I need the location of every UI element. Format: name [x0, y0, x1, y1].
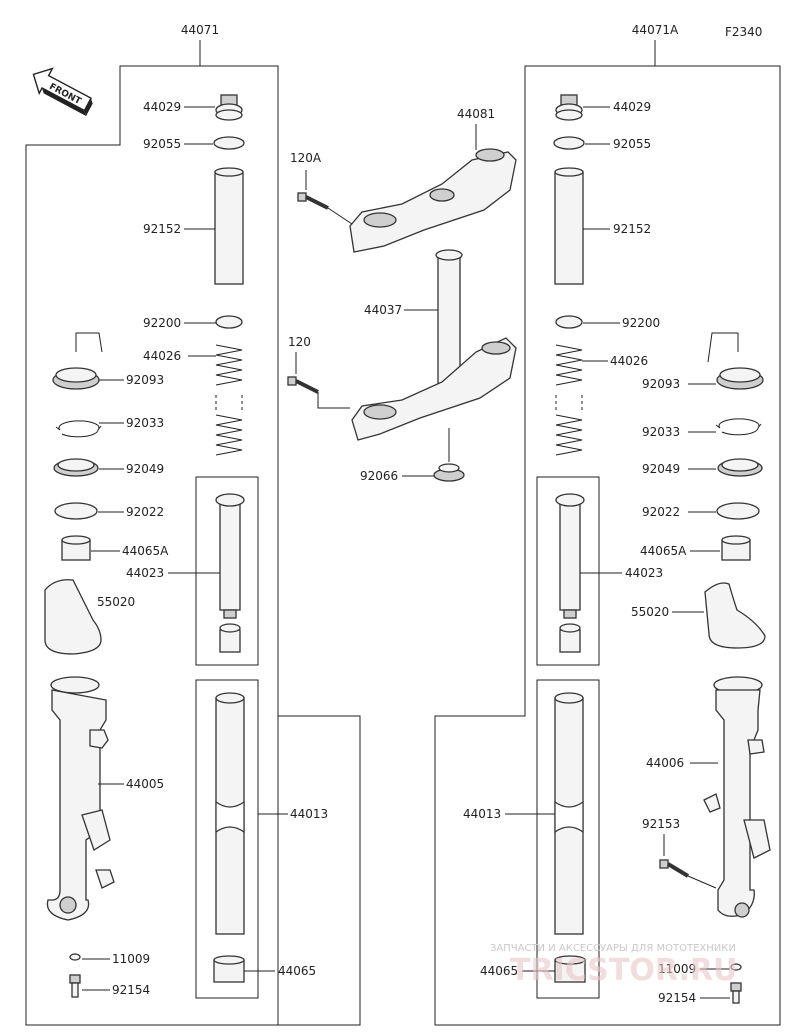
label-120: 120 [288, 335, 311, 349]
upper-bracket-44081 [349, 151, 517, 253]
label-92049-left: 92049 [126, 462, 164, 476]
assembly-label-left: 44071 [181, 23, 219, 37]
inner-tube-44013-left [215, 692, 245, 935]
assembly-frames [25, 58, 781, 1026]
cap-bolt-44029-right [555, 94, 583, 121]
label-92152-right: 92152 [613, 222, 651, 236]
bolt-92154-left [69, 974, 81, 998]
fork-spring-44026-left [215, 344, 243, 456]
label-44013-right: 44013 [463, 807, 501, 821]
spacer-tube-92152-right [554, 167, 584, 285]
assembly-label-right: 44071A [632, 23, 679, 37]
label-44081: 44081 [457, 107, 495, 121]
washer-92200-left [215, 315, 243, 329]
steering-stem-44037 [351, 249, 517, 441]
fork-spring-44026-right [555, 344, 583, 456]
label-92055-right: 92055 [613, 137, 651, 151]
left-fork-parts: 44029 92055 92152 92200 44026 [44, 94, 328, 998]
label-92093-right: 92093 [642, 377, 680, 391]
right-fork-parts: 44029 92055 92152 92200 44026 [463, 94, 771, 1005]
label-44005-left: 44005 [126, 777, 164, 791]
label-92200-left: 92200 [143, 316, 181, 330]
bush-44065-left [213, 955, 245, 983]
center-steering-parts: 44081 120A 44037 120 [287, 107, 517, 483]
bolt-92154-right [730, 982, 742, 1004]
oil-seal-92093-left [52, 332, 103, 390]
fork-guard-55020-left [44, 579, 102, 655]
o-ring-92055-left [213, 136, 245, 150]
spacer-tube-92152-left [214, 167, 244, 285]
label-92154-right: 92154 [658, 991, 696, 1005]
gasket-11009-left [69, 953, 81, 961]
label-92066: 92066 [360, 469, 398, 483]
label-11009-right: 11009 [658, 962, 696, 976]
label-92200-right: 92200 [622, 316, 660, 330]
bush-44065A-right [721, 535, 751, 561]
o-ring-92055-right [553, 136, 585, 150]
washer-92022-right [716, 502, 760, 520]
washer-92200-right [555, 315, 583, 329]
label-55020-right: 55020 [631, 605, 669, 619]
fork-cylinder-44023-left [215, 493, 245, 653]
label-44006-right: 44006 [646, 756, 684, 770]
diagram-code: F2340 [725, 25, 762, 39]
label-92022-right: 92022 [642, 505, 680, 519]
bush-44065A-left [61, 535, 91, 561]
oil-seal-92049-left [53, 458, 99, 477]
oil-seal-92049-right [717, 458, 763, 477]
cap-bolt-44029-left [215, 94, 243, 121]
label-92033-right: 92033 [642, 425, 680, 439]
label-92152-left: 92152 [143, 222, 181, 236]
label-44065A-left: 44065A [122, 544, 169, 558]
label-44023-right: 44023 [625, 566, 663, 580]
label-92033-left: 92033 [126, 416, 164, 430]
fork-guard-55020-right [704, 582, 766, 649]
label-92055-left: 92055 [143, 137, 181, 151]
gasket-11009-right [730, 963, 742, 971]
bolt-92153-right [659, 859, 690, 878]
label-11009-left: 11009 [112, 952, 150, 966]
watermark-caption: ЗАПЧАСТИ И АКСЕССУАРЫ ДЛЯ МОТОТЕХНИКИ [490, 943, 736, 954]
bolt-120 [287, 376, 319, 394]
label-92154-left: 92154 [112, 983, 150, 997]
label-44026-left: 44026 [143, 349, 181, 363]
fork-cylinder-44023-right [555, 493, 585, 653]
circlip-92033-left [55, 420, 102, 438]
label-120A: 120A [290, 151, 322, 165]
watermark-logo: TRICSTOR.RU [510, 953, 737, 988]
inner-tube-44013-right [554, 692, 584, 935]
label-44023-left: 44023 [126, 566, 164, 580]
label-55020-left: 55020 [97, 595, 135, 609]
label-44013-left: 44013 [290, 807, 328, 821]
label-92153-right: 92153 [642, 817, 680, 831]
oil-seal-92093-right [707, 332, 764, 390]
label-92049-right: 92049 [642, 462, 680, 476]
outer-tube-44005-left [46, 676, 115, 921]
label-44029-left: 44029 [143, 100, 181, 114]
label-92093-left: 92093 [126, 373, 164, 387]
bolt-120A [297, 192, 329, 210]
label-44037: 44037 [364, 303, 402, 317]
cap-92066 [433, 463, 465, 482]
washer-92022-left [54, 502, 98, 520]
outer-tube-44006-right [703, 676, 771, 918]
label-44065-right: 44065 [480, 964, 518, 978]
label-44026-right: 44026 [610, 354, 648, 368]
label-44065A-right: 44065A [640, 544, 687, 558]
circlip-92033-right [715, 418, 762, 436]
label-44065-left: 44065 [278, 964, 316, 978]
front-arrow-badge: FRONT [32, 67, 93, 116]
label-44029-right: 44029 [613, 100, 651, 114]
label-92022-left: 92022 [126, 505, 164, 519]
